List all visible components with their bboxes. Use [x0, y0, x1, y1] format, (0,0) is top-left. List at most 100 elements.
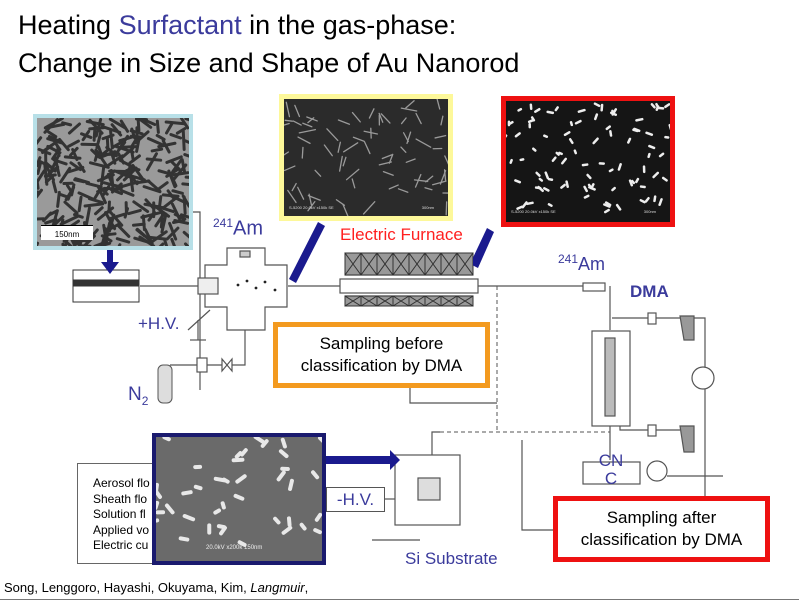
nanorod-texture [237, 540, 247, 547]
nanorod-texture [508, 120, 514, 125]
nanorod-texture [94, 118, 103, 138]
nanorod-texture [326, 128, 339, 142]
nanorod-texture [611, 108, 618, 116]
citation-trail: , [304, 580, 309, 595]
nanorod-texture [661, 176, 668, 182]
nanorod-texture [181, 490, 193, 496]
sem-caption: S-5200 20.0kV x150k SE [289, 205, 334, 210]
nanorod-texture [51, 180, 58, 194]
nanorod-texture [444, 155, 448, 165]
nanorod-texture [307, 201, 316, 212]
nanorod-texture [547, 177, 554, 182]
nanorod-texture [388, 184, 399, 190]
nanorod-texture [647, 152, 651, 159]
nanorod-texture [104, 211, 117, 231]
nanorod-texture [193, 484, 203, 491]
nanorod-texture [658, 198, 663, 207]
nanorod-texture [298, 128, 317, 134]
si-substrate-label: Si Substrate [405, 549, 498, 568]
nanorod-texture [527, 119, 534, 124]
nanorod-texture [63, 236, 70, 246]
nanorod-texture [400, 107, 418, 112]
dma-label: DMA [630, 282, 669, 301]
nanorod-texture [240, 448, 248, 457]
nanorod-texture [604, 201, 612, 207]
nanorod-texture [183, 153, 189, 158]
nanorod-texture [165, 155, 183, 164]
nanorod-texture [231, 457, 245, 463]
nanorod-texture [88, 161, 110, 169]
nanorod-texture [171, 158, 183, 174]
nanorod-texture [281, 525, 293, 535]
nanorod-texture [146, 137, 166, 147]
nanorod-texture [603, 203, 611, 208]
nanorod-texture [141, 214, 146, 232]
heater-tile [392, 295, 410, 307]
nanorod-texture [88, 118, 104, 135]
nanorod-texture [80, 132, 93, 139]
sem-after-image: S-5200 20.0kV x150k SE 300nm [501, 96, 675, 227]
nanorod-texture [150, 147, 164, 153]
nanorod-texture [37, 178, 40, 190]
n2-text: N [128, 384, 142, 405]
sem-deposit-image: 20.0kV x200k 150nm [152, 433, 326, 565]
nanorod-texture [611, 186, 616, 192]
nanorod-texture [627, 137, 632, 144]
title-highlight: Surfactant [118, 10, 242, 40]
heater-tile [456, 295, 474, 307]
nanorod-texture [135, 228, 146, 238]
nanorod-texture [605, 125, 611, 131]
nanorod-texture [381, 154, 393, 160]
nanorod-texture [400, 117, 407, 125]
citation: Song, Lenggoro, Hayashi, Okuyama, Kim, L… [4, 580, 308, 595]
nanorod-texture [345, 168, 360, 181]
nanorod-texture [592, 137, 599, 145]
tem-nanorod-image: 150nm [33, 114, 193, 250]
nanorod-texture [608, 168, 614, 173]
nanorod-texture [635, 177, 640, 184]
am241-source-left: 241Am [213, 216, 263, 241]
nanorod-texture [314, 169, 322, 177]
nanorod-texture [84, 206, 91, 227]
nanorod-texture [554, 106, 559, 112]
nanorod-texture [544, 171, 550, 180]
nanorod-texture [581, 163, 589, 167]
nanorod-texture [73, 213, 84, 219]
nanorod-texture [284, 151, 290, 156]
heater-tile [344, 295, 362, 307]
nanorod-texture [63, 200, 79, 215]
nanorod-texture [655, 105, 660, 111]
nanorod-texture [163, 238, 169, 246]
nanorod-texture [278, 449, 289, 459]
nanorod-texture [101, 235, 109, 246]
nanorod-texture [123, 207, 130, 219]
nanorod-texture [534, 108, 541, 113]
element-label: Am [578, 254, 606, 274]
nanorod-texture [378, 112, 384, 123]
nanorod-texture [128, 154, 141, 165]
nanorod-texture [352, 136, 365, 142]
heater-tile [408, 252, 426, 276]
nanorod-texture [537, 185, 544, 193]
nanorod-texture [440, 115, 444, 126]
nanorod-texture [98, 185, 109, 196]
heater-tile [456, 252, 474, 276]
am241-source-right: 241Am [558, 252, 605, 275]
nanorod-texture [169, 133, 183, 140]
nanorod-texture [514, 132, 521, 138]
nanorod-texture [368, 108, 375, 119]
nanorod-texture [170, 237, 176, 246]
nanorod-texture [543, 134, 549, 138]
nanorod-texture [129, 129, 144, 136]
nanorod-texture [178, 536, 190, 542]
footer-divider [0, 599, 799, 600]
nanorod-texture [158, 195, 163, 207]
nanorod-texture [517, 107, 523, 112]
nanorod-texture [87, 197, 104, 204]
nanorod-texture [56, 190, 61, 208]
condition-item: Electric cu [93, 538, 149, 552]
nanorod-texture [119, 146, 135, 160]
nanorod-texture [400, 146, 407, 153]
nanorod-texture [382, 170, 394, 176]
nanorod-texture [47, 130, 58, 139]
